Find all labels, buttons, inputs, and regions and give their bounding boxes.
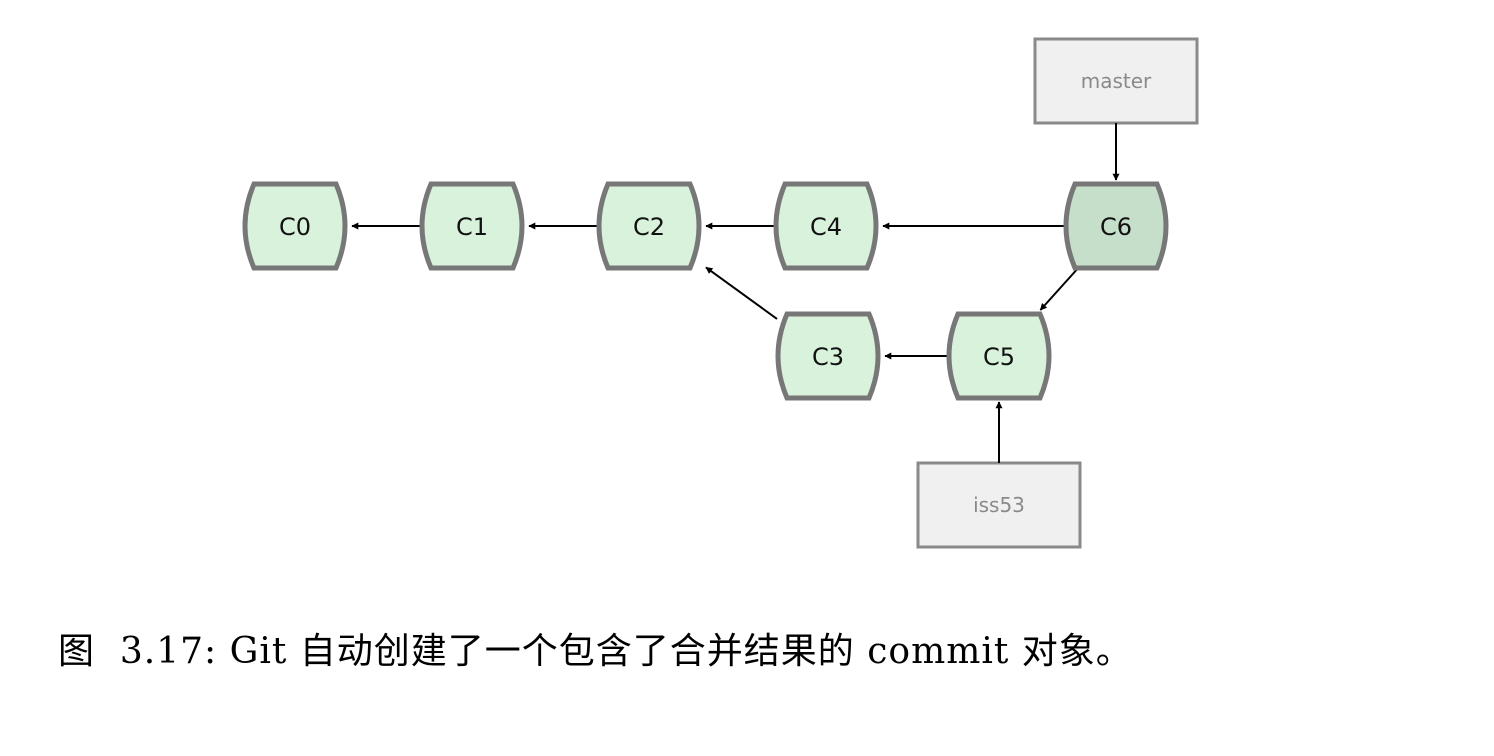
- ref-label: master: [1081, 69, 1152, 93]
- ref-master: master: [1033, 37, 1199, 181]
- commit-node-shape: [1063, 181, 1169, 271]
- commit-node-shape: [946, 311, 1052, 401]
- commit-label: C0: [279, 213, 311, 241]
- figure-caption: 图 3.17: Git 自动创建了一个包含了合并结果的 commit 对象。: [58, 631, 1133, 672]
- commit-C4: C4: [773, 181, 879, 271]
- ref-box: [1033, 37, 1199, 125]
- commit-label: C5: [983, 343, 1015, 371]
- commit-node-shape: [775, 311, 881, 401]
- commit-C5: C5: [946, 311, 1052, 401]
- commit-C6: C6: [1063, 181, 1169, 271]
- commit-label: C6: [1100, 213, 1132, 241]
- commit-C1: C1: [419, 181, 525, 271]
- commit-label: C4: [810, 213, 842, 241]
- commit-node-shape: [242, 181, 348, 271]
- commit-C0: C0: [242, 181, 348, 271]
- commit-label: C1: [456, 213, 488, 241]
- commit-label: C2: [633, 213, 665, 241]
- commit-node-shape: [773, 181, 879, 271]
- commit-label: C3: [812, 343, 844, 371]
- edge-C6-to-C5: [1039, 265, 1081, 311]
- ref-label: iss53: [973, 493, 1025, 517]
- edge-C3-to-C2: [705, 266, 778, 320]
- ref-iss53: iss53: [916, 401, 1082, 549]
- commit-C3: C3: [775, 311, 881, 401]
- commit-node-shape: [596, 181, 702, 271]
- ref-box: [916, 461, 1082, 549]
- commit-C2: C2: [596, 181, 702, 271]
- commit-node-shape: [419, 181, 525, 271]
